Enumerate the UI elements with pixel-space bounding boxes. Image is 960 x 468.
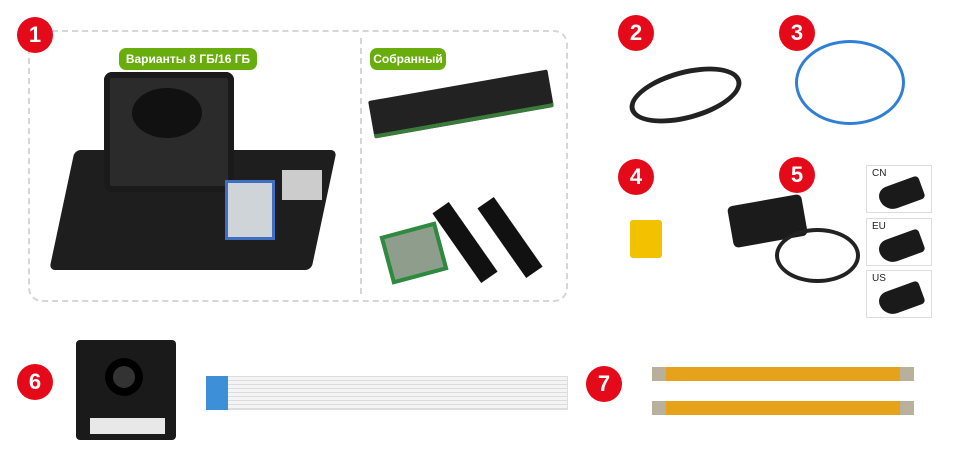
- plug-label-eu: EU: [872, 221, 886, 232]
- plug-icon: [876, 280, 926, 318]
- item-number-4: 4: [618, 159, 654, 195]
- power-cord-image: [775, 228, 860, 283]
- group-divider: [360, 38, 362, 294]
- item-number-6: 6: [17, 364, 53, 400]
- usb-ports-image: [225, 180, 275, 240]
- plug-label-cn: CN: [872, 168, 887, 179]
- fan-icon: [132, 88, 202, 138]
- jumper-cap-image: [630, 220, 662, 258]
- plug-label-us: US: [872, 273, 886, 284]
- ethernet-port-image: [282, 170, 322, 200]
- variant-badge: Варианты 8 ГБ/16 ГБ: [119, 48, 257, 70]
- item-number-3: 3: [779, 15, 815, 51]
- plug-eu: EU: [866, 218, 932, 266]
- item-number-7: 7: [586, 366, 622, 402]
- ffc-connector-image: [90, 418, 165, 434]
- item-number-2: 2: [618, 15, 654, 51]
- assembled-badge: Собранный: [370, 48, 446, 70]
- ribbon-tab-image: [206, 376, 228, 410]
- plug-us: US: [866, 270, 932, 318]
- item-number-5: 5: [779, 157, 815, 193]
- camera-lens-icon: [105, 358, 143, 396]
- flex-cable-image: [652, 367, 914, 381]
- usb-cable-image: [623, 55, 748, 135]
- item-number-1: 1: [17, 17, 53, 53]
- ribbon-cable-image: [206, 376, 568, 410]
- plug-icon: [876, 175, 926, 213]
- ethernet-cable-image: [795, 40, 905, 125]
- plug-icon: [876, 228, 926, 266]
- flex-cable-image: [652, 401, 914, 415]
- plug-cn: CN: [866, 165, 932, 213]
- kit-group-frame: [28, 30, 568, 302]
